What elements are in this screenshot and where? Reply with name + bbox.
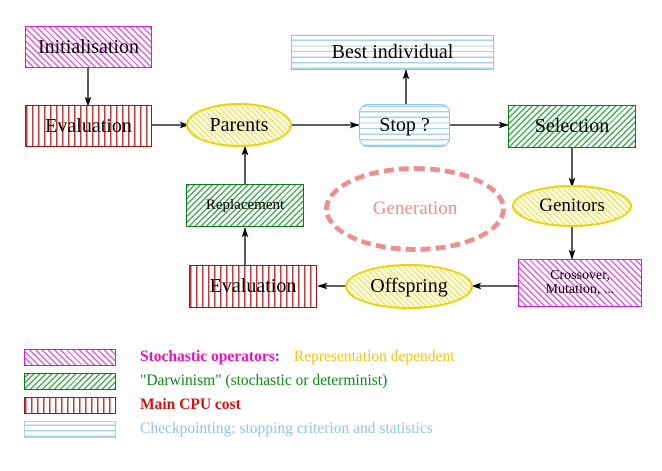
- legend-row-checkpointing: Checkpointing: stopping criterion and st…: [24, 420, 433, 438]
- node-offspring[interactable]: Offspring: [345, 264, 473, 309]
- node-crossover-label-line2: Mutation, ...: [545, 282, 615, 297]
- node-crossover-mutation[interactable]: Crossover, Mutation, ...: [518, 259, 642, 307]
- legend-label-darwinism: "Darwinism" (stochastic or determinist): [140, 372, 388, 390]
- generation-label: Generation: [372, 198, 458, 219]
- node-genitors-label: Genitors: [539, 195, 605, 217]
- node-replacement[interactable]: Replacement: [186, 184, 304, 227]
- legend-label-representation-dependent: Representation dependent: [293, 348, 455, 366]
- node-evaluation-bottom-label: Evaluation: [209, 275, 297, 298]
- node-initialisation-label: Initialisation: [37, 35, 140, 58]
- legend-swatch-green: [24, 372, 116, 390]
- node-genitors[interactable]: Genitors: [512, 185, 632, 227]
- node-selection[interactable]: Selection: [508, 105, 636, 148]
- node-stop[interactable]: Stop ?: [359, 104, 450, 147]
- node-evaluation-top-label: Evaluation: [45, 114, 132, 137]
- node-offspring-label: Offspring: [370, 275, 448, 298]
- legend-label-checkpointing: Checkpointing: stopping criterion and st…: [140, 420, 433, 438]
- node-stop-label: Stop ?: [379, 114, 430, 137]
- generation-cycle-ellipse: Generation: [324, 166, 506, 252]
- node-crossover-label-line1: Crossover,: [550, 267, 610, 283]
- node-parents[interactable]: Parents: [186, 103, 292, 147]
- legend-swatch-magenta: [24, 348, 116, 366]
- legend-label-stochastic-operators: Stochastic operators:: [140, 348, 280, 366]
- node-evaluation-top[interactable]: Evaluation: [25, 105, 152, 147]
- legend-row-darwinism: "Darwinism" (stochastic or determinist): [24, 372, 387, 390]
- node-initialisation[interactable]: Initialisation: [25, 26, 152, 68]
- node-replacement-label: Replacement: [205, 196, 285, 213]
- legend-swatch-red: [24, 396, 116, 414]
- node-best-individual-label: Best individual: [331, 41, 454, 64]
- node-parents-label: Parents: [209, 113, 269, 136]
- node-evaluation-bottom[interactable]: Evaluation: [189, 265, 317, 308]
- node-selection-label: Selection: [534, 115, 610, 138]
- legend-row-main-cpu-cost: Main CPU cost: [24, 396, 241, 414]
- node-best-individual[interactable]: Best individual: [291, 35, 494, 70]
- legend-label-main-cpu-cost: Main CPU cost: [140, 396, 241, 414]
- legend-row-stochastic-operators: Stochastic operators: Representation dep…: [24, 348, 454, 366]
- legend-swatch-blue: [24, 420, 116, 438]
- legend: Stochastic operators: Representation dep…: [0, 340, 662, 455]
